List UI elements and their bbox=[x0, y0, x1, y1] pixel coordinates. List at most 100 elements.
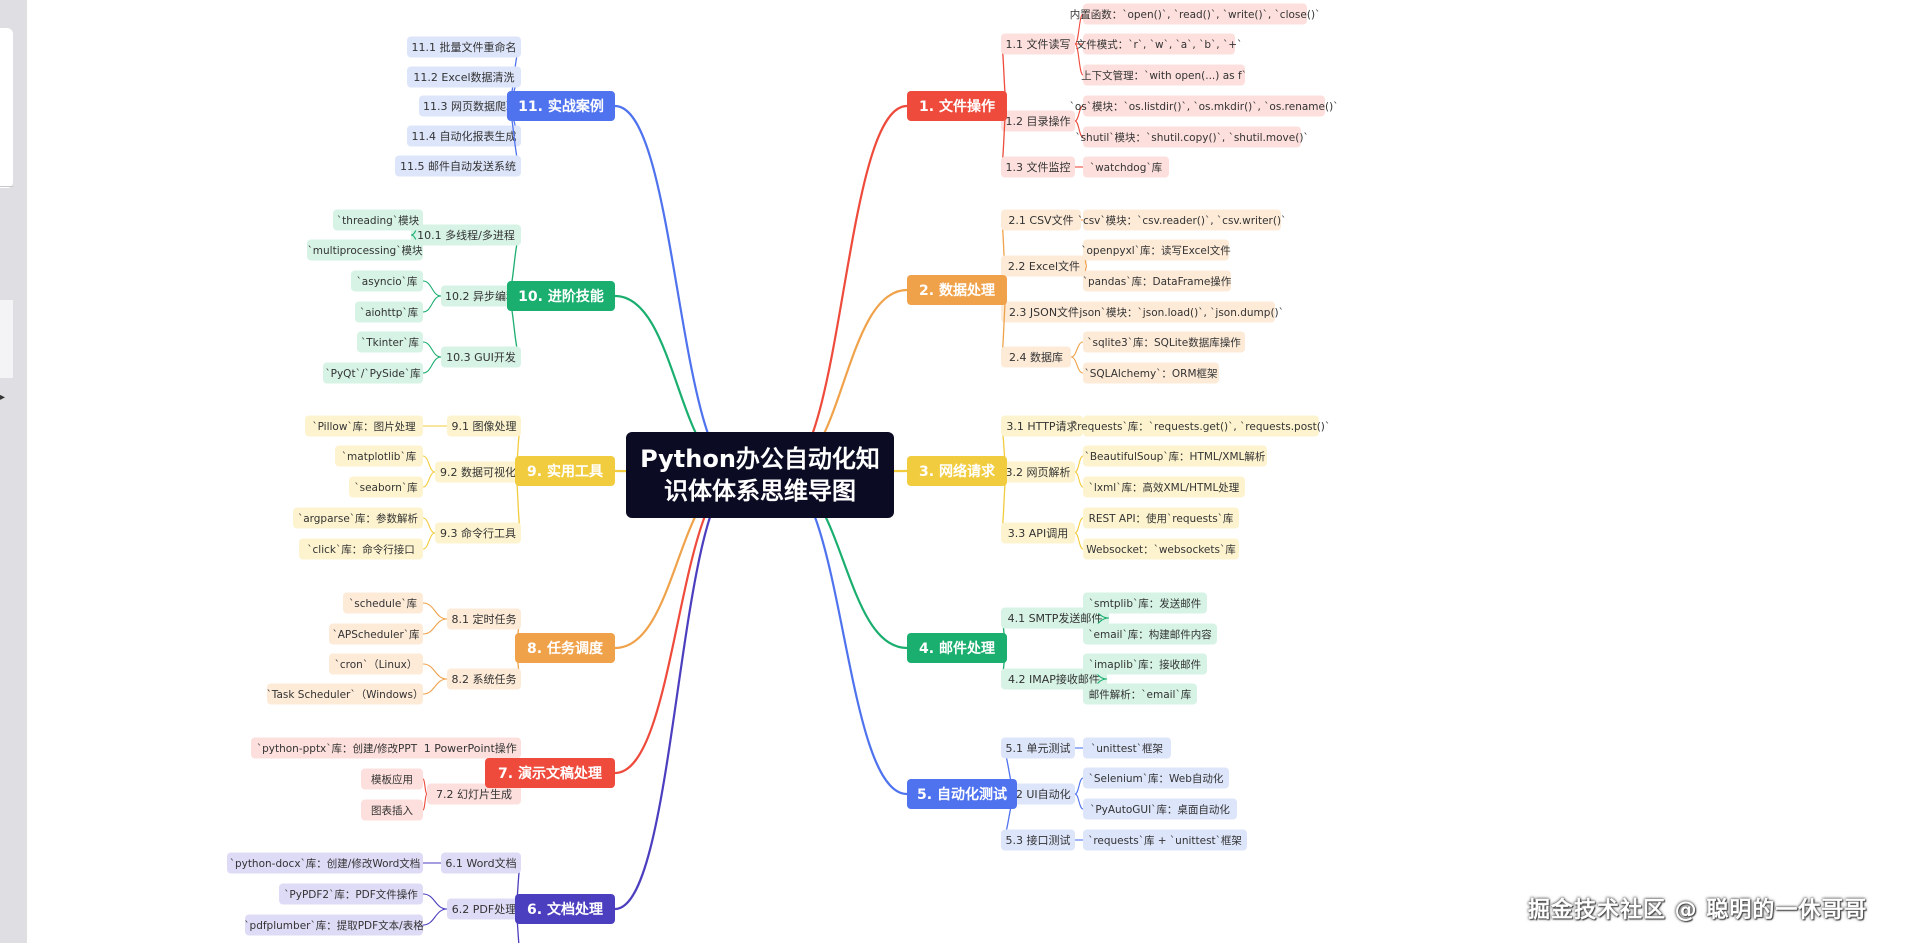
leaf-node[interactable]: REST API：使用`requests`库 bbox=[1083, 507, 1239, 529]
leaf-node[interactable]: 内置函数：`open()`, `read()`, `write()`, `clo… bbox=[1070, 3, 1321, 25]
leaf-node[interactable]: `requests`库 + `unittest`框架 bbox=[1083, 829, 1247, 851]
leaf-node[interactable]: `pandas`库：DataFrame操作 bbox=[1083, 270, 1232, 292]
branch-node[interactable]: 7. 演示文稿处理 bbox=[485, 758, 615, 788]
sub-node[interactable]: 2.3 JSON文件 bbox=[1001, 301, 1087, 323]
sub-node[interactable]: 9.2 数据可视化 bbox=[435, 461, 521, 483]
sub-node[interactable]: 1.3 文件监控 bbox=[1001, 156, 1075, 178]
sub-node-label: 5.1 单元测试 bbox=[1006, 742, 1071, 755]
leaf-node[interactable]: `click`库：命令行接口 bbox=[299, 538, 423, 560]
branch-node-bg bbox=[907, 275, 1007, 305]
leaf-node-bg bbox=[293, 507, 423, 529]
sub-node[interactable]: 6.1 Word文档 bbox=[441, 852, 521, 874]
sub-node[interactable]: 5.1 单元测试 bbox=[1001, 737, 1075, 759]
leaf-node[interactable]: `requests`库：`requests.get()`, `requests.… bbox=[1072, 415, 1330, 437]
sub-node[interactable]: 10.1 多线程/多进程 bbox=[411, 224, 521, 246]
leaf-node[interactable]: `watchdog`库 bbox=[1083, 156, 1169, 178]
leaf-node[interactable]: `lxml`库：高效XML/HTML处理 bbox=[1083, 476, 1245, 498]
sidebar-collapsed-panel[interactable] bbox=[0, 300, 13, 378]
leaf-node[interactable]: `python-pptx`库：创建/修改PPT bbox=[251, 737, 423, 759]
leaf-node[interactable]: `SQLAlchemy`：ORM框架 bbox=[1083, 362, 1219, 384]
sub-node[interactable]: 2.4 数据库 bbox=[1001, 346, 1071, 368]
sub-node[interactable]: 2.2 Excel文件 bbox=[1001, 255, 1087, 277]
leaf-node[interactable]: `smtplib`库：发送邮件 bbox=[1083, 592, 1207, 614]
leaf-node[interactable]: `pdfplumber`库：提取PDF文本/表格 bbox=[244, 914, 424, 936]
sidebar-panel[interactable] bbox=[0, 28, 13, 188]
leaf-node[interactable]: `unittest`框架 bbox=[1083, 737, 1171, 759]
leaf-node[interactable]: `threading`模块 bbox=[333, 209, 423, 231]
sub-node[interactable]: 11.2 Excel数据清洗 bbox=[407, 66, 521, 88]
sub-node[interactable]: 3.3 API调用 bbox=[1001, 522, 1075, 544]
leaf-node[interactable]: `shutil`模块：`shutil.copy()`, `shutil.move… bbox=[1075, 126, 1309, 148]
leaf-node[interactable]: 上下文管理：`with open(...) as f` bbox=[1081, 64, 1247, 86]
leaf-node[interactable]: `cron`（Linux） bbox=[329, 653, 423, 675]
sub-node[interactable]: 7.2 幻灯片生成 bbox=[427, 783, 521, 805]
sub-node[interactable]: 9.3 命令行工具 bbox=[435, 522, 521, 544]
leaf-node[interactable]: `csv`模块：`csv.reader()`, `csv.writer()` bbox=[1078, 209, 1287, 231]
leaf-node[interactable]: `Task Scheduler`（Windows） bbox=[267, 683, 424, 705]
leaf-node[interactable]: `openpyxl`库：读写Excel文件 bbox=[1081, 239, 1231, 261]
sub-node[interactable]: 11.3 网页数据爬取 bbox=[419, 95, 521, 117]
sub-node[interactable]: 3.2 网页解析 bbox=[1001, 461, 1075, 483]
leaf-node[interactable]: `APScheduler`库 bbox=[329, 623, 423, 645]
leaf-node[interactable]: `email`库：构建邮件内容 bbox=[1083, 623, 1217, 645]
sub-node[interactable]: 10.2 异步编程 bbox=[441, 285, 521, 307]
sub-node[interactable]: 1.1 文件读写 bbox=[1001, 33, 1075, 55]
leaf-node[interactable]: `Tkinter`库 bbox=[357, 331, 423, 353]
branch-node[interactable]: 9. 实用工具 bbox=[515, 456, 615, 486]
branch-node[interactable]: 1. 文件操作 bbox=[907, 91, 1007, 121]
leaf-node[interactable]: `schedule`库 bbox=[343, 592, 423, 614]
leaf-node[interactable]: `matplotlib`库 bbox=[335, 445, 423, 467]
leaf-node[interactable]: 邮件解析：`email`库 bbox=[1083, 683, 1197, 705]
leaf-node[interactable]: `PyPDF2`库：PDF文件操作 bbox=[279, 883, 423, 905]
leaf-node-label: `Pillow`库：图片处理 bbox=[312, 420, 416, 433]
leaf-node[interactable]: `aiohttp`库 bbox=[355, 301, 423, 323]
leaf-connector bbox=[422, 295, 442, 313]
sub-node[interactable]: 2.1 CSV文件 bbox=[1001, 209, 1081, 231]
branch-node[interactable]: 10. 进阶技能 bbox=[507, 281, 615, 311]
leaf-node[interactable]: `seaborn`库 bbox=[349, 476, 423, 498]
leaf-node[interactable]: `asyncio`库 bbox=[351, 270, 423, 292]
sub-node[interactable]: 6.2 PDF处理 bbox=[447, 898, 521, 920]
mindmap-canvas[interactable]: 1.1 文件读写 内置函数：`open()`, `read()`, `write(… bbox=[26, 0, 1907, 943]
sub-node[interactable]: 8.2 系统任务 bbox=[447, 668, 521, 690]
sub-node[interactable]: 1.2 目录操作 bbox=[1001, 110, 1075, 132]
sub-node[interactable]: 11.4 自动化报表生成 bbox=[407, 125, 521, 147]
leaf-node[interactable]: `multiprocessing`模块 bbox=[307, 239, 423, 261]
sub-node[interactable]: 11.1 批量文件重命名 bbox=[407, 36, 521, 58]
sub-node[interactable]: 10.3 GUI开发 bbox=[441, 346, 521, 368]
leaf-node[interactable]: `PyQt`/`PySide`库 bbox=[323, 362, 423, 384]
leaf-node[interactable]: `sqlite3`库：SQLite数据库操作 bbox=[1083, 331, 1245, 353]
branch-node[interactable]: 11. 实战案例 bbox=[507, 91, 615, 121]
branch-node[interactable]: 5. 自动化测试 bbox=[907, 779, 1017, 809]
branch-node[interactable]: 6. 文档处理 bbox=[515, 894, 615, 924]
sub-node[interactable]: 11.5 邮件自动发送系统 bbox=[395, 155, 521, 177]
branch-node[interactable]: 3. 网络请求 bbox=[907, 456, 1007, 486]
leaf-node[interactable]: `imaplib`库：接收邮件 bbox=[1083, 653, 1207, 675]
leaf-node-bg bbox=[323, 362, 423, 384]
sub-node[interactable]: 7.1 PowerPoint操作 bbox=[409, 737, 521, 759]
sub-node[interactable]: 8.1 定时任务 bbox=[447, 608, 521, 630]
leaf-node[interactable]: `Pillow`库：图片处理 bbox=[305, 415, 423, 437]
leaf-node[interactable]: `PyAutoGUI`库：桌面自动化 bbox=[1083, 798, 1237, 820]
leaf-node[interactable]: `json`模块：`json.load()`, `json.dump()` bbox=[1074, 301, 1284, 323]
leaf-node[interactable]: `Selenium`库：Web自动化 bbox=[1083, 767, 1229, 789]
sub-node[interactable]: 3.1 HTTP请求 bbox=[1001, 415, 1083, 437]
sub-node[interactable]: 5.3 接口测试 bbox=[1001, 829, 1075, 851]
sub-node[interactable]: 9.1 图像处理 bbox=[447, 415, 521, 437]
leaf-node[interactable]: `argparse`库：参数解析 bbox=[293, 507, 423, 529]
leaf-node[interactable]: `os`模块：`os.listdir()`, `os.mkdir()`, `os… bbox=[1070, 95, 1339, 117]
leaf-node-label: `imaplib`库：接收邮件 bbox=[1089, 658, 1201, 671]
leaf-node[interactable]: 文件模式：`r`, `w`, `a`, `b`, `+` bbox=[1076, 33, 1243, 55]
leaf-node[interactable]: 模板应用 bbox=[361, 768, 423, 790]
branch-node[interactable]: 8. 任务调度 bbox=[515, 633, 615, 663]
sub-node[interactable]: 4.1 SMTP发送邮件 bbox=[1001, 607, 1109, 629]
sub-node[interactable]: 4.2 IMAP接收邮件 bbox=[1001, 668, 1107, 690]
leaf-node[interactable]: `BeautifulSoup`库：HTML/XML解析 bbox=[1083, 445, 1267, 467]
leaf-node[interactable]: Websocket：`websockets`库 bbox=[1083, 538, 1239, 560]
sub-node[interactable]: 5.2 UI自动化 bbox=[1001, 783, 1075, 805]
branch-node[interactable]: 4. 邮件处理 bbox=[907, 633, 1007, 663]
leaf-node[interactable]: `python-docx`库：创建/修改Word文档 bbox=[227, 852, 423, 874]
leaf-node[interactable]: 图表插入 bbox=[361, 799, 423, 821]
branch-node[interactable]: 2. 数据处理 bbox=[907, 275, 1007, 305]
